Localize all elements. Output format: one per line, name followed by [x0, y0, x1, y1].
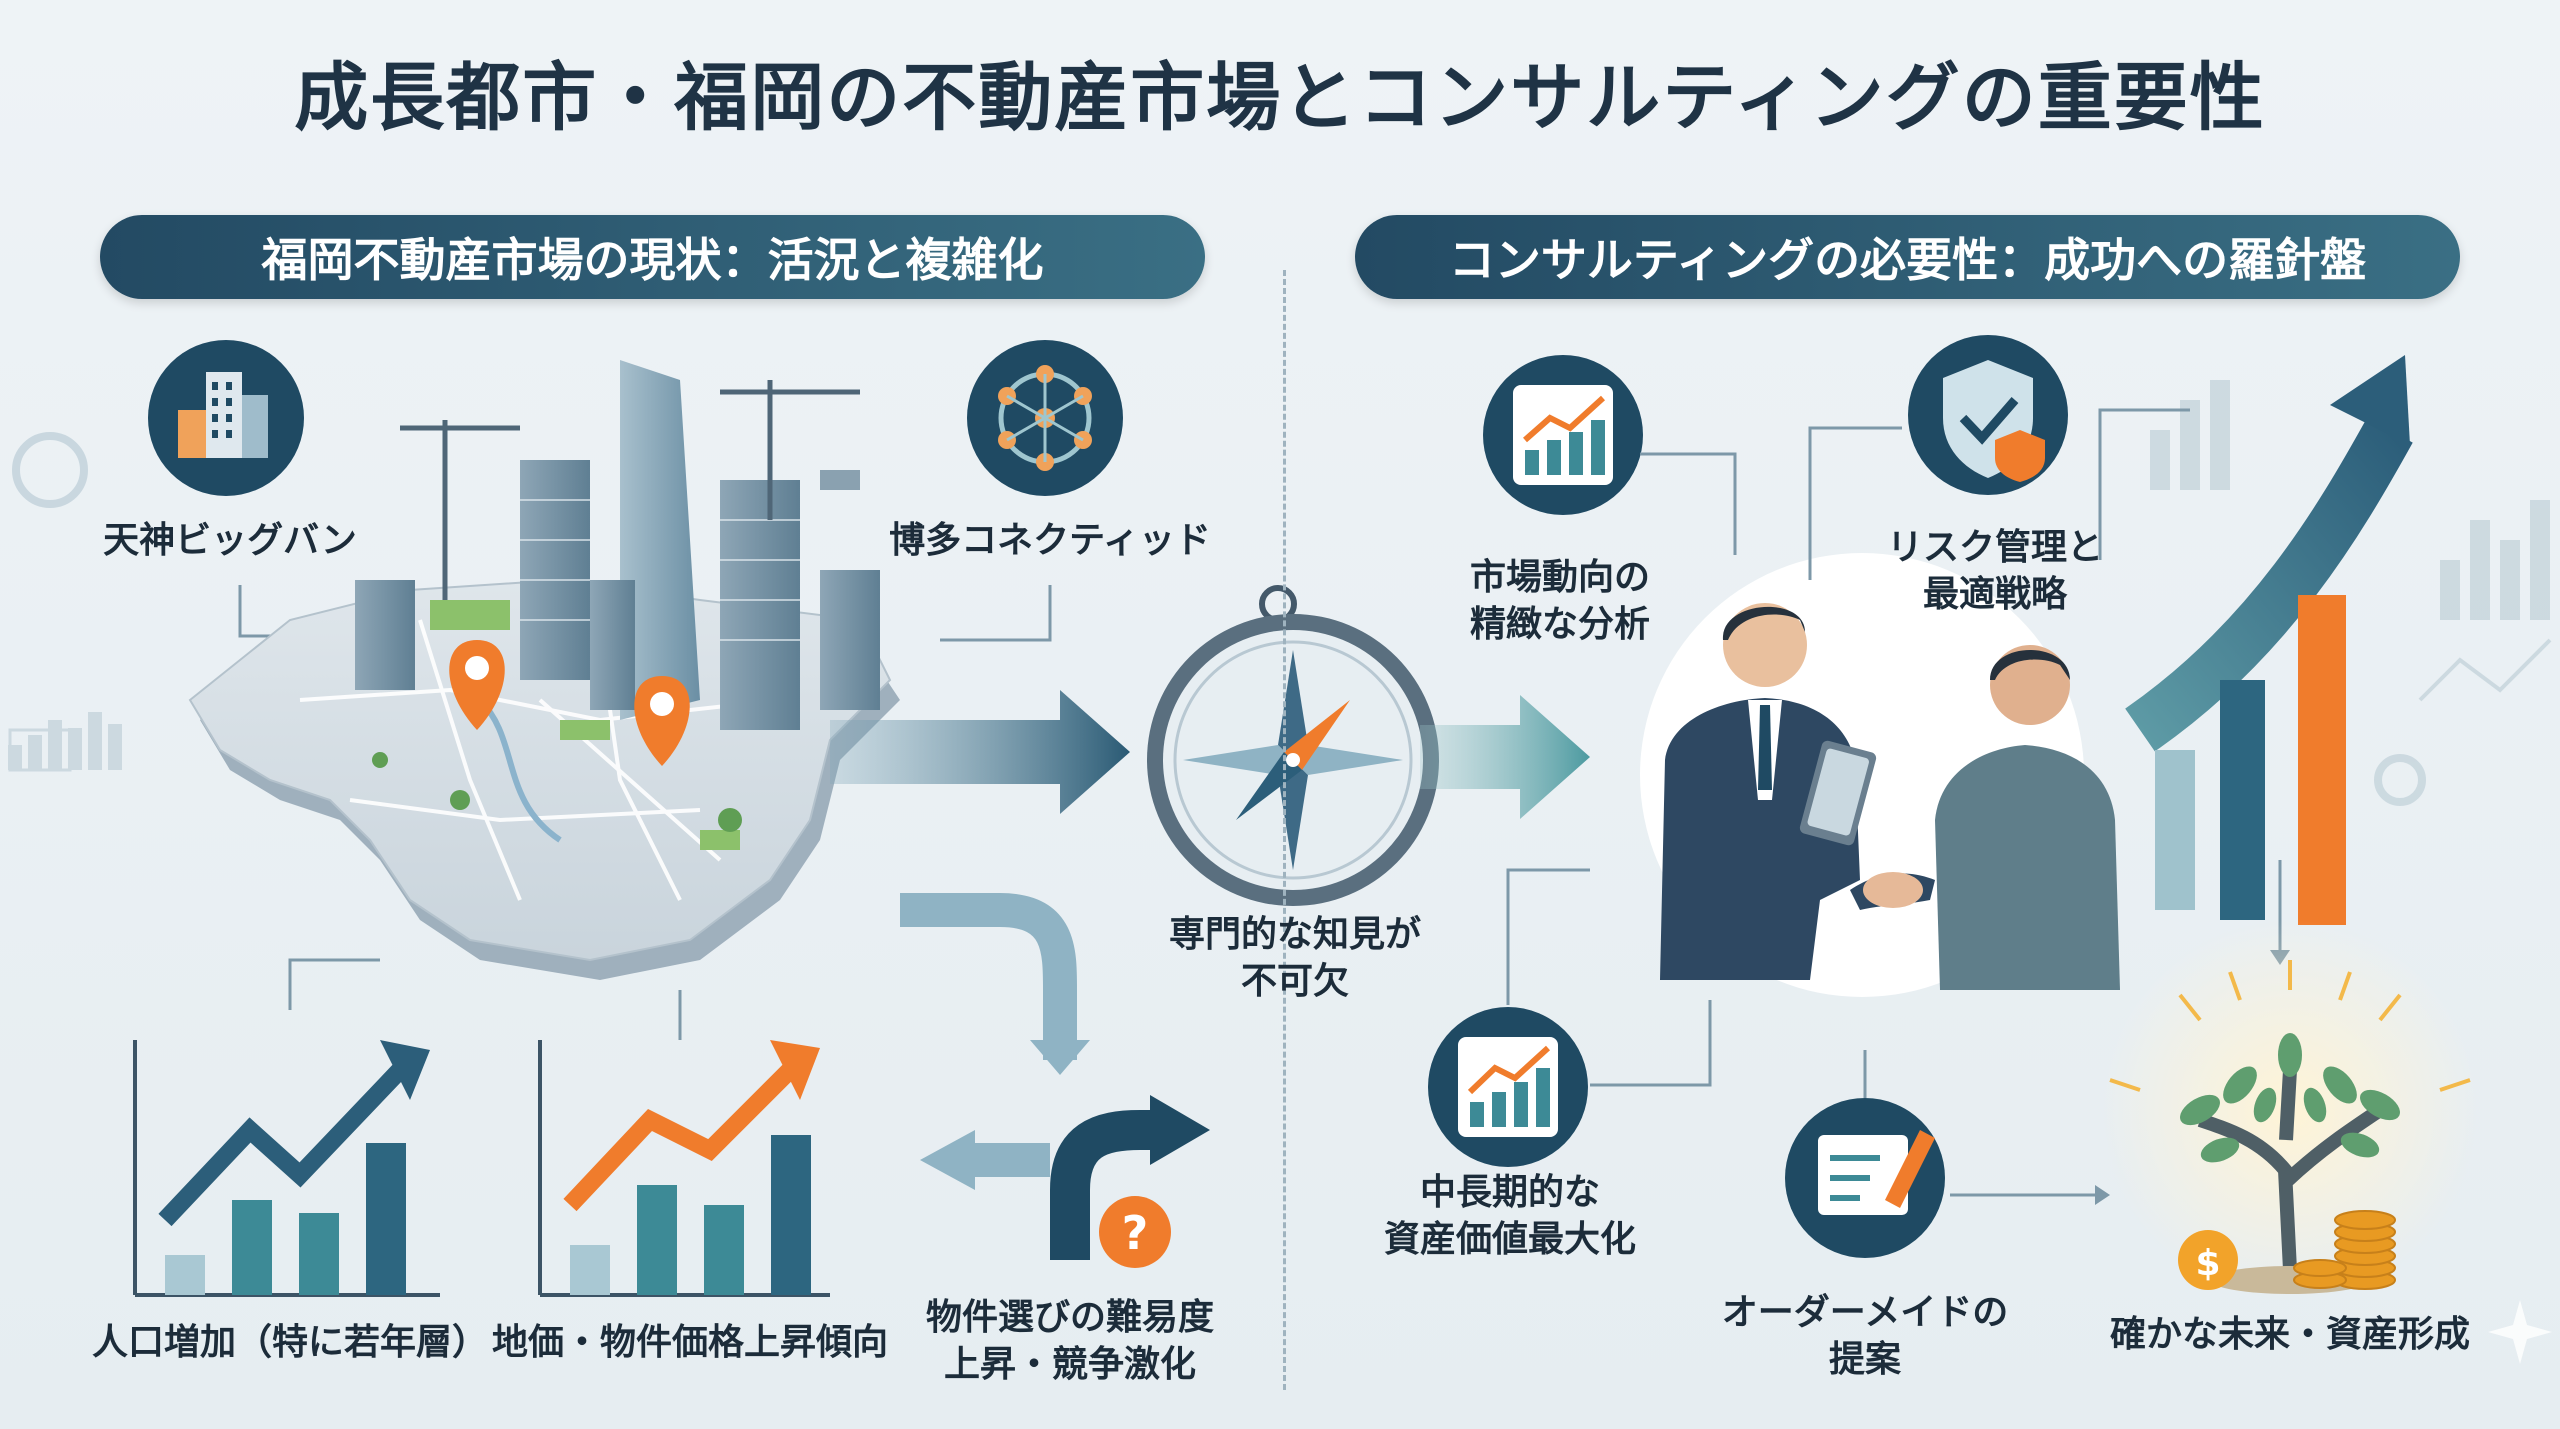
sparkle-icon [2488, 1300, 2552, 1364]
connector-line [940, 585, 1052, 642]
shield-check-icon [1908, 335, 2068, 495]
label-long-term-line1: 中長期的な [1419, 1172, 1600, 1213]
growth-arrow [2125, 417, 2413, 752]
connector-line [1640, 452, 1737, 555]
page-title: 成長都市・福岡の不動産市場とコンサルティングの重要性 [294, 55, 2266, 141]
label-expertise-line1: 専門的な知見が [1168, 914, 1421, 955]
fukuoka-map-illustration [188, 360, 900, 980]
label-difficulty: 物件選びの難易度 上昇・競争激化 [900, 1295, 1240, 1389]
label-market-analysis: 市場動向の 精緻な分析 [1430, 555, 1690, 649]
connector-line [288, 958, 380, 1010]
label-proposal-line2: 提案 [1828, 1338, 1901, 1380]
coin-symbol: $ [2195, 1243, 2220, 1284]
custom-proposal-icon [1785, 1098, 1945, 1258]
label-difficulty-line1: 物件選びの難易度 [925, 1297, 1214, 1338]
label-risk-line2: 最適戦略 [1922, 573, 2067, 615]
background-decoration [8, 380, 2552, 806]
label-market-analysis-line1: 市場動向の [1469, 557, 1650, 598]
label-tenjin: 天神ビッグバン [103, 520, 357, 561]
label-hakata: 博多コネクティッド [889, 520, 1211, 561]
label-expertise-line2: 不可欠 [1240, 960, 1349, 1002]
city-buildings-icon [148, 340, 304, 496]
connector-line [1506, 868, 1590, 1005]
left-section-banner: 福岡不動産市場の現状：活況と複雑化 [100, 215, 1205, 299]
label-market-analysis-line2: 精緻な分析 [1469, 603, 1650, 645]
question-mark: ? [1122, 1206, 1149, 1260]
label-future: 確かな未来・資産形成 [2109, 1314, 2470, 1355]
label-risk-line1: リスク管理と [1886, 527, 2103, 568]
market-analysis-icon [1483, 355, 1643, 515]
long-term-growth-icon [1428, 1007, 1588, 1167]
label-expertise: 専門的な知見が 不可欠 [1130, 912, 1460, 1006]
flow-arrow [1420, 695, 1590, 819]
right-section-banner: コンサルティングの必要性：成功への羅針盤 [1355, 215, 2460, 299]
network-hub-icon [967, 340, 1123, 496]
label-risk: リスク管理と 最適戦略 [1865, 525, 2125, 619]
label-long-term-line2: 資産価値最大化 [1383, 1218, 1636, 1260]
handshake-illustration [1660, 603, 2120, 990]
land-price-chart [538, 1040, 830, 1297]
connector-line [1590, 1000, 1712, 1087]
money-tree-icon: $ [2100, 920, 2480, 1300]
background-bars [2155, 595, 2346, 925]
connector-line [1808, 426, 1902, 580]
label-population: 人口増加（特に若年層） [91, 1322, 488, 1363]
growth-arrow-head [2330, 355, 2410, 445]
label-proposal-line1: オーダーメイドの [1721, 1292, 2009, 1333]
section-divider [1283, 270, 1286, 1390]
label-proposal: オーダーメイドの 提案 [1715, 1290, 2015, 1384]
difficulty-crossroads-icon: ? [900, 893, 1210, 1268]
compass-icon [1147, 585, 1439, 906]
population-growth-chart [133, 1040, 440, 1297]
connector-arrow [2095, 1185, 2110, 1205]
flow-arrow [830, 690, 1130, 814]
connector-line [2098, 408, 2190, 560]
label-difficulty-line2: 上昇・競争激化 [943, 1343, 1196, 1385]
label-land-price: 地価・物件価格上昇傾向 [491, 1322, 888, 1363]
label-long-term: 中長期的な 資産価値最大化 [1370, 1170, 1650, 1264]
